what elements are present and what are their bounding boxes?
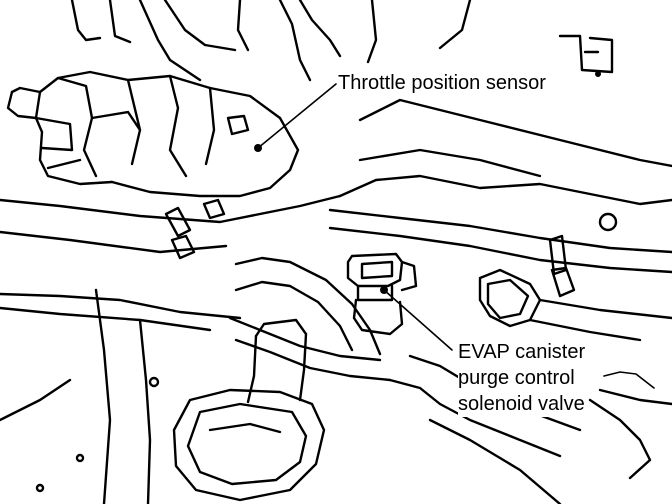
upper-engine-structure xyxy=(70,0,614,82)
evap-label-line-1: EVAP canister xyxy=(458,341,586,363)
air-duct xyxy=(358,98,672,342)
throttle-position-sensor-connector xyxy=(6,70,300,198)
hose-clamps xyxy=(164,198,618,298)
evap-label-line-2: purge control xyxy=(458,367,575,389)
leader-evap-solenoid xyxy=(383,289,453,351)
leader-throttle-position-sensor xyxy=(257,83,337,149)
lower-left-assembly xyxy=(0,288,326,504)
evap-solenoid-label: EVAP canister purge control solenoid val… xyxy=(458,339,586,417)
callout-leader-lines xyxy=(257,83,655,389)
leader-evap-solenoid-2 xyxy=(603,371,655,389)
evap-purge-solenoid-valve xyxy=(346,252,418,336)
throttle-position-sensor-label: Throttle position sensor xyxy=(338,72,546,94)
lower-right-frame xyxy=(428,388,672,504)
evap-label-line-3: solenoid valve xyxy=(458,393,585,415)
